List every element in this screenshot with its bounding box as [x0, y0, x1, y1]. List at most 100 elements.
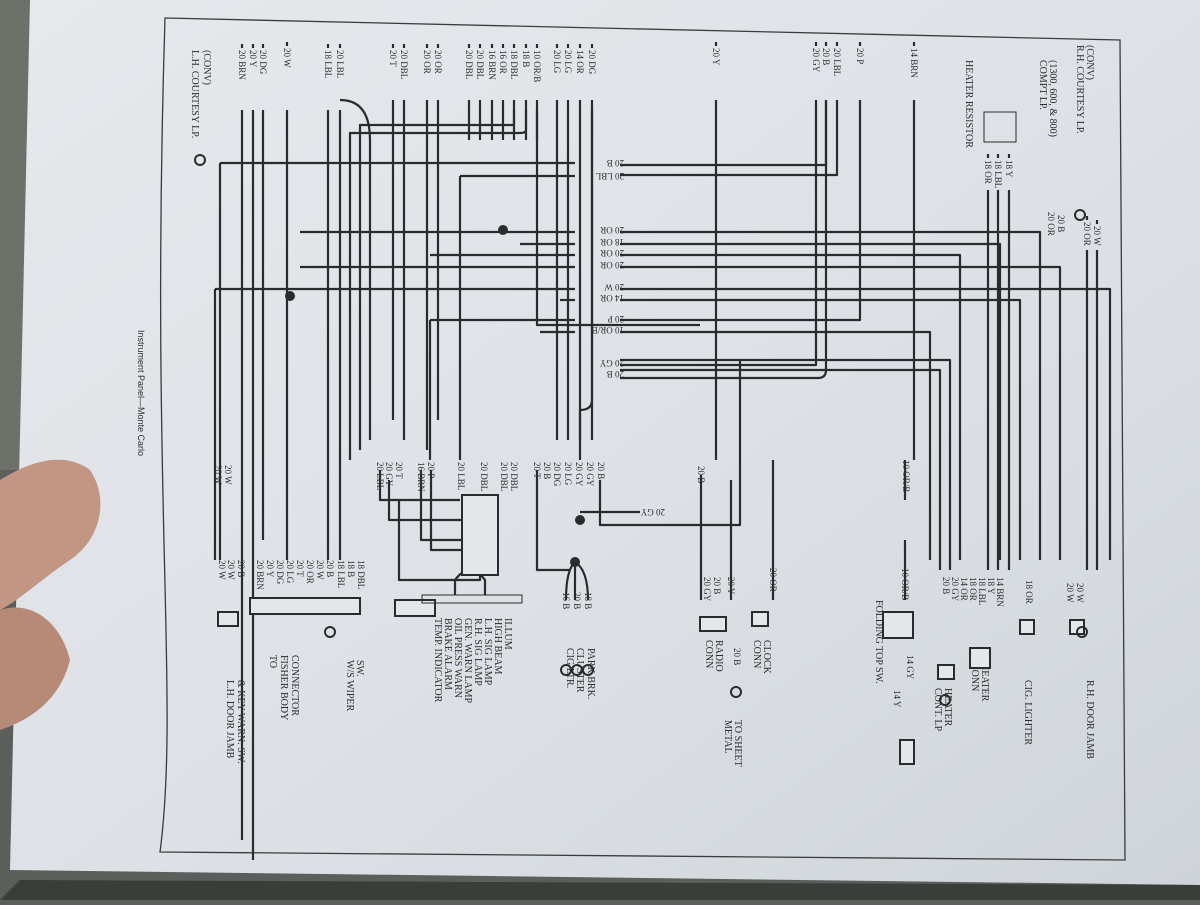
- component-label-ws-wiper: SW.: [354, 660, 365, 677]
- top-wire-label: 16 OR: [498, 50, 508, 74]
- lower-wire-label: 20 B: [572, 592, 582, 609]
- lower-wire-label: 18 OR: [1024, 580, 1034, 604]
- horizontal-wire-label: 20 OR: [600, 225, 624, 235]
- lower-wire-label: 20 B: [236, 560, 246, 577]
- connector-block: [751, 611, 769, 627]
- wires: [213, 42, 1112, 860]
- wire: [620, 265, 1062, 560]
- top-wire-label: 20 OR: [422, 50, 432, 74]
- splice-junction: [498, 225, 508, 235]
- lower-wire-label: 18 DBL: [356, 560, 366, 589]
- horizontal-wire-label: 20 GY: [640, 507, 665, 517]
- wire: [620, 253, 962, 560]
- lamp-socket-icon: [1076, 626, 1088, 638]
- paper-sheet: [10, 0, 1200, 885]
- component-label-rh-door-jamb: R.H. DOOR JAMB: [1084, 680, 1095, 759]
- horizontal-wire-label: 20 W: [604, 282, 624, 292]
- top-wire-label: 20 OR: [1082, 222, 1092, 246]
- component-label-rh-courtesy: R.H. COURTESY LP.: [1074, 45, 1085, 134]
- connector-block: [1019, 619, 1035, 635]
- component-label-lh-door-jamb: L.H. DOOR JAMB: [224, 680, 235, 759]
- top-wire-label: 18 Y: [1004, 160, 1014, 178]
- lower-wire-label: 20 W: [217, 560, 227, 580]
- connector-block: [217, 611, 239, 627]
- diagram-border: [159, 17, 1126, 861]
- lower-wire-label: 10 OR/B: [900, 568, 910, 600]
- middle-wire-label: 20 P: [426, 462, 436, 478]
- middle-wire-label: 20 GY: [384, 462, 394, 487]
- hand-fingers: [0, 607, 70, 730]
- lower-wire-label: 20 B: [325, 560, 335, 577]
- wire: [620, 100, 818, 367]
- middle-wire-label: 20 T: [532, 462, 542, 479]
- wire: [348, 110, 528, 460]
- top-wire-label: 18 OR: [983, 160, 993, 184]
- component-label-park-cluster-cig: CLUSTER: [574, 648, 585, 693]
- wire: [574, 561, 590, 601]
- wire: [620, 330, 932, 560]
- component-label-fisher-body: CONNECTOR: [289, 655, 300, 716]
- component-label-heater-cont: HEATER: [942, 688, 953, 727]
- component-label-fisher-body: FISHER BODY: [278, 655, 289, 720]
- component-label-indicators: L.H. SIG LAMP: [482, 618, 493, 686]
- diagram-caption: Instrument Panel—Monte Carlo: [136, 330, 146, 456]
- lower-wire-label: 20 LG: [285, 560, 295, 584]
- component-label-heater-resistor: HEATER RESISTOR: [963, 60, 974, 148]
- middle-wire-label: 20 DBL: [499, 462, 509, 491]
- lower-wire-label: 20 W: [213, 465, 223, 485]
- top-wire-label: 20 DG: [258, 50, 268, 75]
- horizontal-wire-label: 20 LBL: [596, 171, 624, 181]
- top-wire-label: 20 W: [282, 48, 292, 68]
- wire: [339, 98, 372, 440]
- wire: [620, 368, 942, 570]
- middle-wire-label: 20 DG: [552, 462, 562, 487]
- lower-wire-label: 20 T: [295, 560, 305, 577]
- wire: [620, 100, 862, 322]
- component-label-indicators: HIGH BEAM: [492, 618, 503, 674]
- hand-thumb: [0, 459, 101, 610]
- lower-wire-label: 20 B: [941, 577, 951, 594]
- top-wire-label: 20 DBL: [475, 50, 485, 79]
- horizontal-wire-label: 20 B: [607, 369, 624, 379]
- top-wire-label: 20 P: [855, 48, 865, 64]
- top-wire-label: 18 DBL: [509, 50, 519, 79]
- component-label-clock-conn: CONN: [751, 640, 762, 668]
- component-label-sheet-metal: TO SHEET: [732, 720, 743, 767]
- component-label-radio-conn: RADIO: [713, 640, 724, 672]
- wire: [564, 561, 576, 601]
- top-wire-label: 14 OR: [575, 50, 585, 74]
- middle-wire-label: 10 OR/B: [901, 460, 911, 492]
- top-wire-label: 18 LBL: [993, 160, 1003, 188]
- top-wire-label: 20 LG: [563, 50, 573, 74]
- lower-wire-label: 20 W: [1075, 583, 1085, 603]
- connector-block: [937, 664, 955, 680]
- top-wire-label: 14 BRN: [909, 48, 919, 78]
- lower-wire-label: 18 B: [346, 560, 356, 577]
- lower-wire-label: 18 LBL: [977, 577, 987, 605]
- connector-block: [899, 739, 915, 765]
- lower-wire-label: 20 W: [315, 560, 325, 580]
- wire: [578, 110, 594, 460]
- middle-wire-label: 20 LG: [563, 462, 573, 486]
- splice-junction: [575, 515, 585, 525]
- lower-wire-label: 20 B: [712, 577, 722, 594]
- top-wire-label: 20 OR: [433, 50, 443, 74]
- middle-wire-label: 20 T: [394, 462, 404, 479]
- wire: [387, 480, 470, 522]
- lower-wire-label: 14 BRN: [995, 577, 1005, 607]
- component-label-lh-courtesy: L.H. COURTESY LP.: [189, 50, 200, 138]
- component-label-indicators: GEN. WARN LAMP: [462, 618, 473, 704]
- lower-wire-label: 20 GY: [950, 577, 960, 602]
- lamp-socket-icon: [730, 686, 742, 698]
- component-label-indicators: OIL PRESS WARN: [452, 618, 463, 698]
- horizontal-wire-label: 20 P: [608, 314, 624, 324]
- top-wire-label: 20 DBL: [464, 50, 474, 79]
- middle-wire-label: 20 B: [596, 462, 606, 479]
- component-label-folding-top: FOLDING TOP SW.: [873, 600, 884, 684]
- paper-edge-shadow: [0, 880, 1200, 900]
- component-label-park-cluster-cig: CIG LTR.: [564, 648, 575, 688]
- horizontal-wire-label: 20 OR: [600, 260, 624, 270]
- lamp-socket-icon: [939, 694, 951, 706]
- component-label-lh-door-jamb: & KEY WARN. SW.: [235, 680, 246, 764]
- component-label-indicators: TEMP. INDICATOR: [432, 618, 443, 703]
